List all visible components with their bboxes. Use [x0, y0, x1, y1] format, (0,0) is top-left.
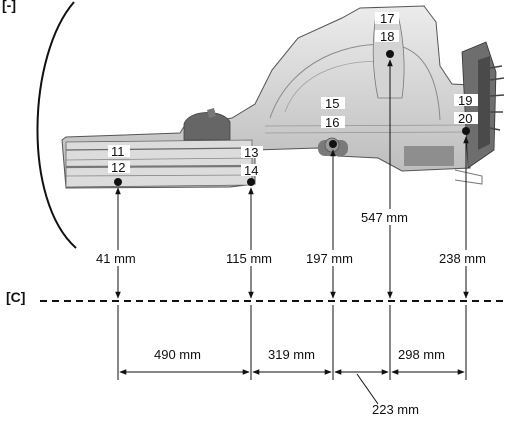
point-label-17: 17	[380, 11, 394, 26]
point-labels: 11 12 13 14 15 16 17 18 19 20	[108, 11, 478, 178]
measurement-point	[462, 127, 470, 135]
spacing-label-298: 298 mm	[398, 347, 445, 362]
spacing-label-490: 490 mm	[154, 347, 201, 362]
point-label-18: 18	[380, 29, 394, 44]
measurement-point	[329, 140, 337, 148]
point-label-11: 11	[111, 144, 125, 159]
measurement-point	[386, 50, 394, 58]
point-label-19: 19	[458, 93, 472, 108]
height-label-41: 41 mm	[96, 251, 136, 266]
measurement-point	[247, 178, 255, 186]
wheel-arc	[36, 1, 77, 249]
height-dimensions: 41 mm 115 mm 197 mm 547 mm 238 mm	[94, 59, 494, 299]
height-label-197: 197 mm	[306, 251, 353, 266]
leader-line-223	[356, 373, 379, 405]
point-label-13: 13	[244, 145, 258, 160]
corner-label: [-]	[2, 0, 16, 13]
measurement-points	[114, 50, 470, 186]
point-label-14: 14	[244, 163, 258, 178]
spacing-dimensions: 490 mm 319 mm 298 mm 223 mm	[117, 305, 467, 417]
height-label-115: 115 mm	[226, 251, 272, 266]
point-label-20: 20	[458, 111, 472, 126]
height-label-238: 238 mm	[439, 251, 486, 266]
measurement-point	[114, 178, 122, 186]
spacing-label-319: 319 mm	[268, 347, 315, 362]
spacing-label-223: 223 mm	[372, 402, 419, 417]
point-label-12: 12	[111, 160, 125, 175]
vehicle-underbody	[61, 5, 505, 189]
height-label-547: 547 mm	[361, 210, 408, 225]
datum-label: [C]	[6, 289, 25, 305]
point-label-15: 15	[325, 96, 339, 111]
point-label-16: 16	[325, 115, 339, 130]
